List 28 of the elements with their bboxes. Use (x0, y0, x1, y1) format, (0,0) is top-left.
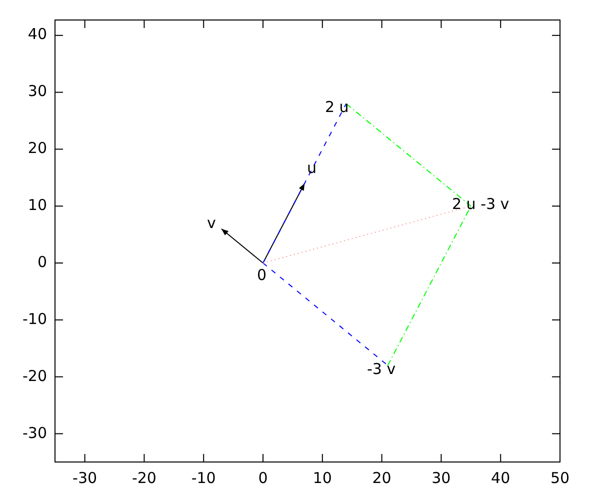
point-label: v (207, 215, 216, 232)
tick-label: 30 (28, 83, 47, 100)
point-label: 2 u (325, 99, 349, 116)
tick-label: 40 (28, 26, 47, 44)
tick-label: 50 (549, 470, 571, 487)
dash-dot-line (346, 103, 472, 207)
tick-label: 0 (257, 470, 269, 487)
tick-label: 20 (371, 470, 392, 487)
tick-label: -30 (22, 424, 47, 442)
point-label: -3 v (367, 361, 396, 378)
tick-label: -10 (22, 310, 47, 328)
tick-label: -20 (22, 368, 47, 385)
vector-arrow (220, 228, 264, 264)
tick-label: 0 (37, 254, 47, 271)
dashed-line (262, 262, 388, 366)
tick-label: 10 (312, 470, 333, 487)
tick-label: 30 (430, 470, 452, 487)
tick-label: 20 (28, 140, 47, 158)
point-label: u (307, 160, 317, 177)
tick-label: 10 (28, 197, 47, 214)
tick-label: 40 (490, 470, 512, 487)
point-label: 2 u -3 v (452, 196, 510, 213)
point-label: 0 (257, 267, 267, 284)
dashed-line (262, 103, 347, 264)
tick-label: -20 (130, 470, 158, 487)
tick-label: -10 (190, 470, 217, 487)
tick-label: -30 (72, 470, 98, 487)
dash-dot-line (387, 206, 472, 366)
